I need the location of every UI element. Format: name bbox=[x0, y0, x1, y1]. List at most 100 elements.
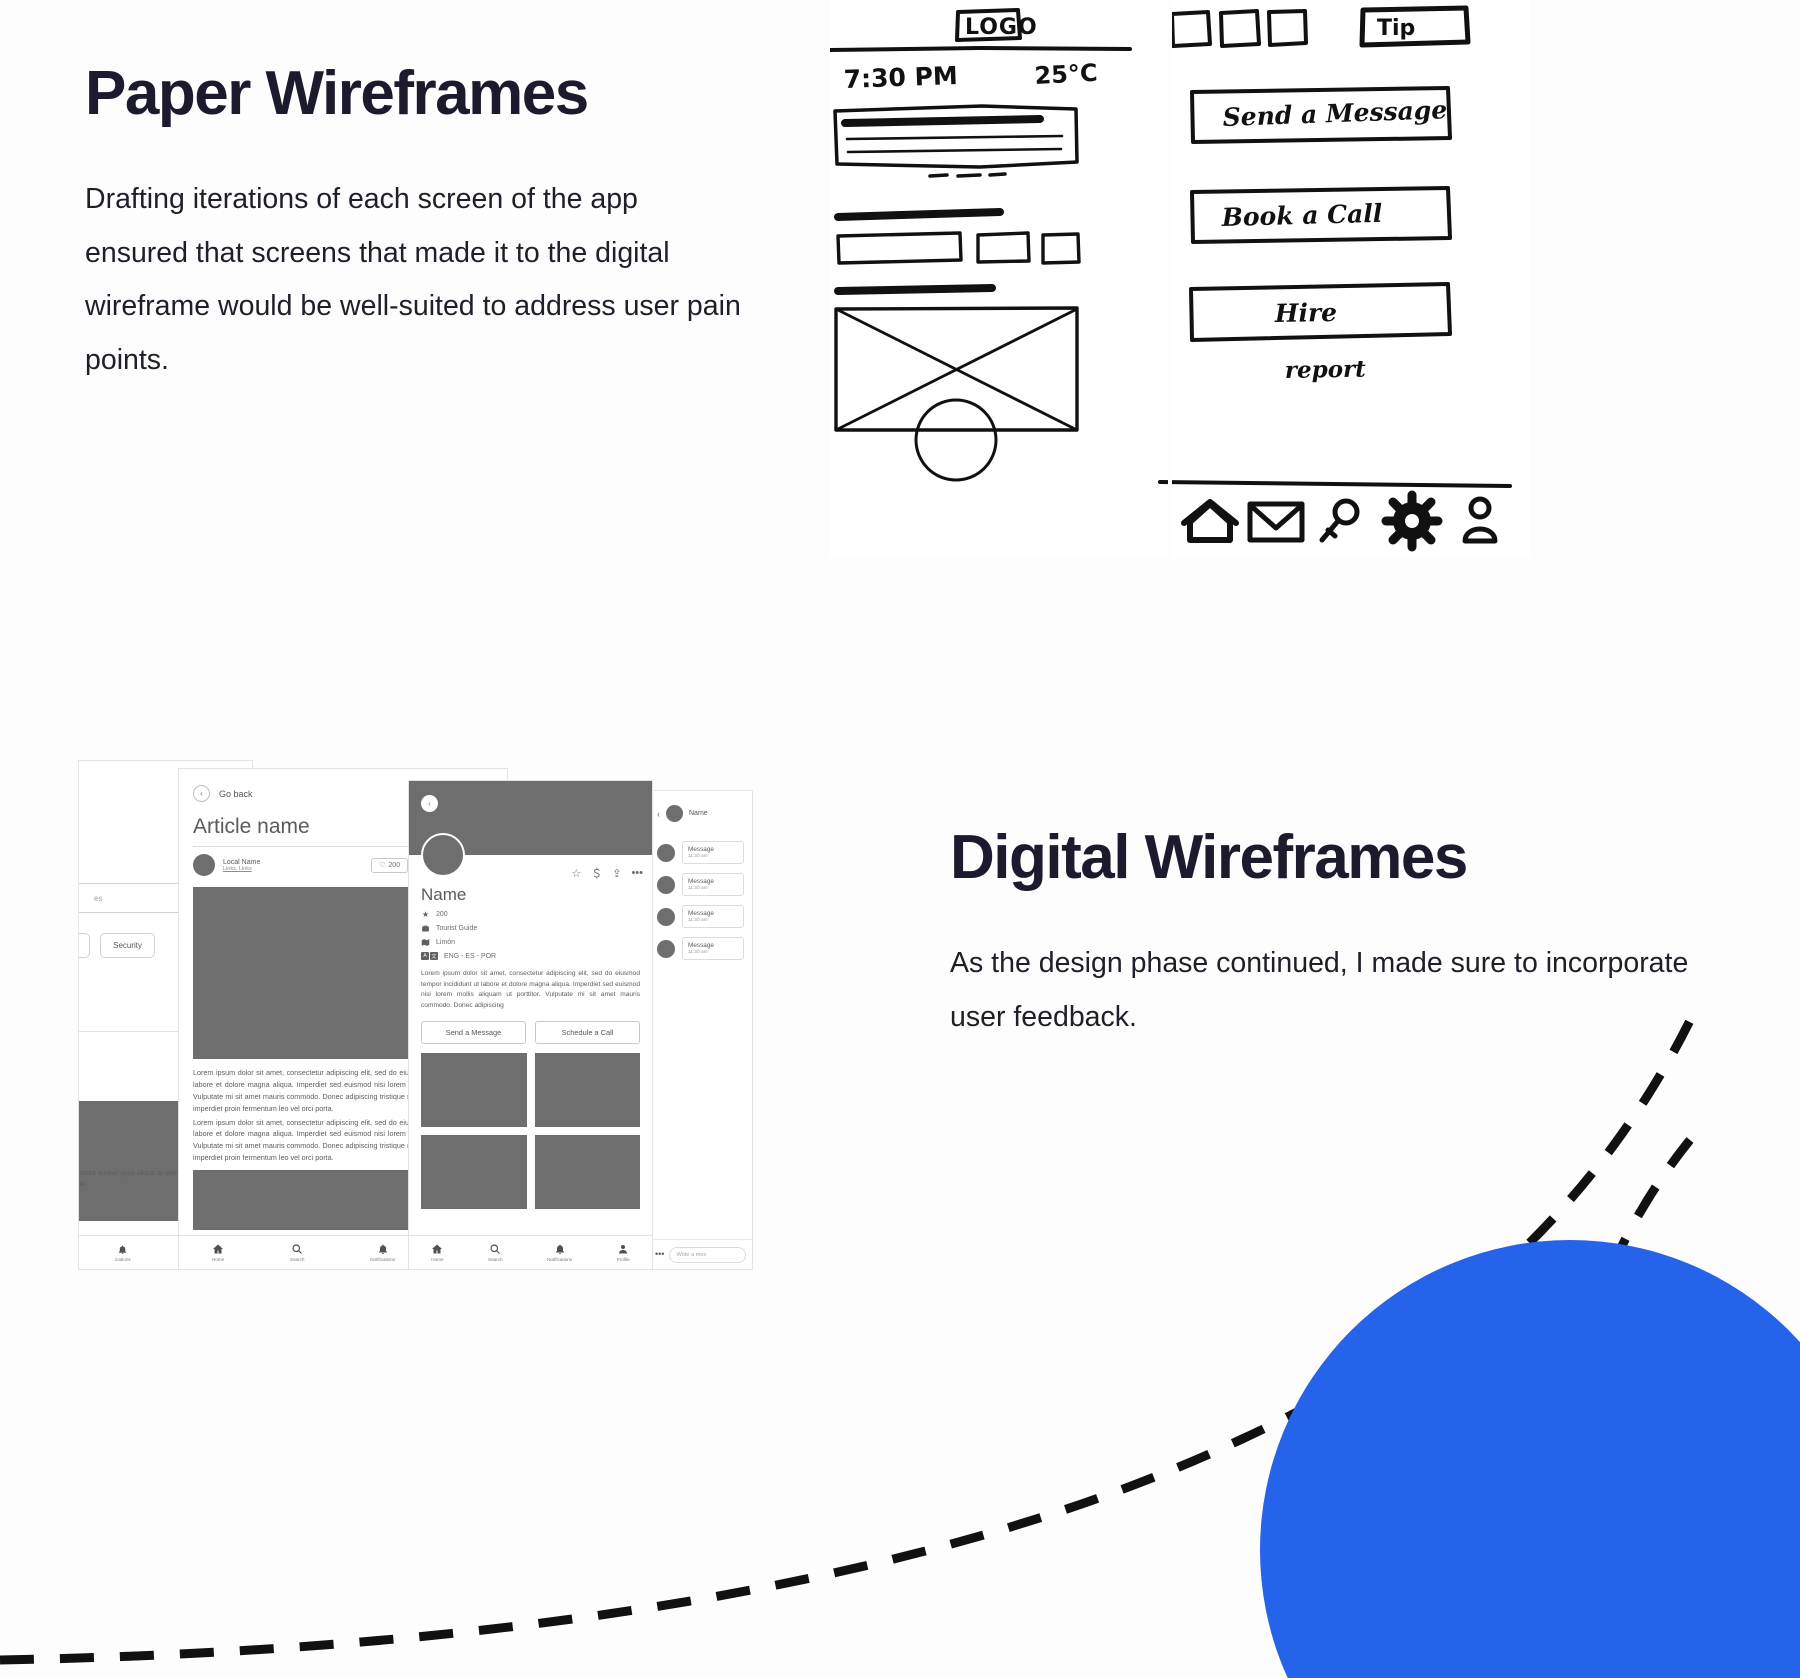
tab-label: Notifications bbox=[370, 1257, 396, 1262]
profile-screen-tabbar: Home Search Notifications Profile bbox=[409, 1235, 652, 1269]
profile-gallery-grid bbox=[409, 1044, 652, 1209]
gallery-item[interactable] bbox=[421, 1052, 527, 1127]
star-icon: ★ bbox=[421, 910, 430, 919]
profile-bio: Lorem ipsum dolor sit amet, consectetur … bbox=[421, 970, 640, 1010]
tab-profile[interactable]: Profile bbox=[617, 1243, 630, 1262]
wireframe-messages-screen: ‹ Name Message 11:30 am Message 11:30 am bbox=[648, 790, 753, 1270]
messages-header-name: Name bbox=[689, 810, 708, 817]
list-item[interactable]: Message 11:30 am bbox=[649, 928, 752, 960]
message-title: Message bbox=[688, 910, 714, 917]
star-outline-icon[interactable]: ☆ bbox=[571, 867, 582, 880]
list-item[interactable]: Message 11:30 am bbox=[649, 864, 752, 896]
avatar bbox=[657, 939, 675, 958]
message-title: Message bbox=[688, 846, 714, 853]
message-title: Message bbox=[688, 942, 714, 949]
tab-notifications[interactable]: Notifications bbox=[547, 1243, 572, 1262]
chevron-left-icon: ‹ bbox=[193, 785, 210, 802]
dollar-icon[interactable]: ＄ bbox=[591, 868, 603, 880]
paper-description: Drafting iterations of each screen of th… bbox=[85, 183, 741, 376]
more-icon[interactable]: ••• bbox=[631, 866, 643, 879]
translate-icon: A 文 bbox=[421, 952, 438, 960]
message-card[interactable]: Message 11:30 am bbox=[682, 905, 744, 928]
profile-cta-row: Send a Message Schedule a Call bbox=[409, 1012, 652, 1044]
paper-wireframe-sketch: LOGO 7:30 PM 25°C bbox=[830, 0, 1530, 558]
author-names: Local Name Links, Links bbox=[223, 859, 363, 872]
article-title: Article name bbox=[193, 815, 310, 838]
profile-action-row: ☆ ＄ ⇪ ••• bbox=[571, 865, 643, 881]
result-card-text: nsectetur tempor agna aliqua. ta lorem m… bbox=[79, 1170, 182, 1188]
gallery-item[interactable] bbox=[534, 1052, 640, 1127]
avatar bbox=[666, 805, 683, 822]
svg-text:7:30 PM: 7:30 PM bbox=[843, 61, 958, 94]
gallery-item[interactable] bbox=[421, 1134, 527, 1209]
sketch-column-divider bbox=[1168, 0, 1172, 558]
svg-text:Book a Call: Book a Call bbox=[1220, 199, 1382, 232]
tab-label: Search bbox=[488, 1257, 503, 1262]
tab-notifications[interactable]: ications bbox=[115, 1244, 131, 1262]
svg-text:Hire: Hire bbox=[1274, 298, 1338, 328]
page-title-digital: Digital Wireframes bbox=[950, 823, 1468, 892]
filter-chip-tourism[interactable]: rism bbox=[79, 933, 91, 958]
list-item[interactable]: Message 11:30 am bbox=[649, 896, 752, 928]
profile-occupation: Tourist Guide bbox=[436, 925, 478, 932]
filter-chip-security[interactable]: Security bbox=[100, 933, 156, 958]
message-card[interactable]: Message 11:30 am bbox=[682, 937, 744, 960]
profile-rating-row: ★ 200 bbox=[409, 905, 652, 919]
message-input[interactable]: Write a mes bbox=[669, 1246, 746, 1263]
message-card[interactable]: Message 11:30 am bbox=[682, 873, 744, 896]
svg-text:report: report bbox=[1285, 356, 1367, 384]
list-item[interactable]: Message 11:30 am bbox=[649, 832, 752, 864]
profile-occupation-row: Tourist Guide bbox=[409, 919, 652, 933]
avatar bbox=[657, 843, 675, 862]
profile-name: Name bbox=[421, 885, 467, 904]
share-icon[interactable]: ⇪ bbox=[612, 867, 622, 880]
like-pill[interactable]: ♡ 200 bbox=[371, 857, 409, 873]
messages-header: ‹ Name bbox=[649, 791, 752, 832]
message-card[interactable]: Message 11:30 am bbox=[682, 841, 744, 864]
tab-notifications[interactable]: Notifications bbox=[370, 1243, 395, 1262]
tab-search[interactable]: Search bbox=[289, 1243, 305, 1262]
wireframe-profile-screen: ‹ ☆ ＄ ⇪ ••• Name ★ 200 Tourist Guide bbox=[408, 780, 653, 1270]
schedule-call-button[interactable]: Schedule a Call bbox=[535, 1020, 640, 1044]
avatar bbox=[657, 875, 675, 894]
digital-description: As the design phase continued, I made su… bbox=[950, 947, 1689, 1033]
profile-location: Limón bbox=[436, 939, 456, 946]
briefcase-icon bbox=[421, 924, 430, 933]
message-time: 11:30 am bbox=[688, 886, 708, 891]
tab-label: Home bbox=[431, 1257, 444, 1262]
paper-text-block: Paper Wireframes Drafting iterations of … bbox=[85, 58, 785, 387]
tab-search[interactable]: Search bbox=[488, 1243, 503, 1262]
map-icon bbox=[421, 938, 430, 947]
profile-languages: ENG - ES - POR bbox=[444, 952, 497, 960]
avatar bbox=[657, 907, 675, 926]
digital-text-block: Digital Wireframes As the design phase c… bbox=[950, 822, 1710, 1044]
tab-label: Notifications bbox=[547, 1257, 573, 1262]
profile-languages-row: A 文 ENG - ES - POR bbox=[409, 947, 652, 960]
gallery-item[interactable] bbox=[534, 1134, 640, 1209]
digital-wireframes-section: Digital Wireframes As the design phase c… bbox=[0, 690, 1800, 1390]
profile-rating: 200 bbox=[436, 911, 448, 918]
tab-home[interactable]: Home bbox=[212, 1243, 224, 1262]
filter-chip-row: rism Security bbox=[79, 933, 156, 958]
chevron-left-icon[interactable]: ‹ bbox=[421, 795, 438, 812]
divider bbox=[193, 846, 493, 847]
translate-icon-b: 文 bbox=[430, 952, 438, 960]
tab-label: ications bbox=[115, 1256, 131, 1262]
send-message-button[interactable]: Send a Message bbox=[421, 1020, 526, 1044]
digital-wireframe-cluster: ✉ es rism Security ⋮ nsectetur tempor ag… bbox=[78, 760, 858, 1340]
avatar bbox=[193, 854, 215, 876]
chevron-left-icon[interactable]: ‹ bbox=[657, 808, 660, 819]
author-name: Local Name bbox=[223, 858, 261, 866]
message-title: Message bbox=[688, 878, 714, 885]
author-links[interactable]: Links, Links bbox=[223, 865, 252, 872]
more-icon[interactable]: ••• bbox=[655, 1248, 665, 1259]
svg-text:LOGO: LOGO bbox=[965, 15, 1038, 40]
tab-home[interactable]: Home bbox=[431, 1243, 444, 1262]
like-count: 200 bbox=[388, 861, 401, 869]
svg-text:25°C: 25°C bbox=[1034, 59, 1098, 90]
go-back-label: Go back bbox=[219, 788, 253, 799]
heart-icon: ♡ bbox=[379, 862, 386, 869]
tab-label: Profile bbox=[616, 1257, 630, 1262]
tab-label: Search bbox=[289, 1257, 305, 1262]
paper-wireframes-section: Paper Wireframes Drafting iterations of … bbox=[0, 0, 1800, 640]
